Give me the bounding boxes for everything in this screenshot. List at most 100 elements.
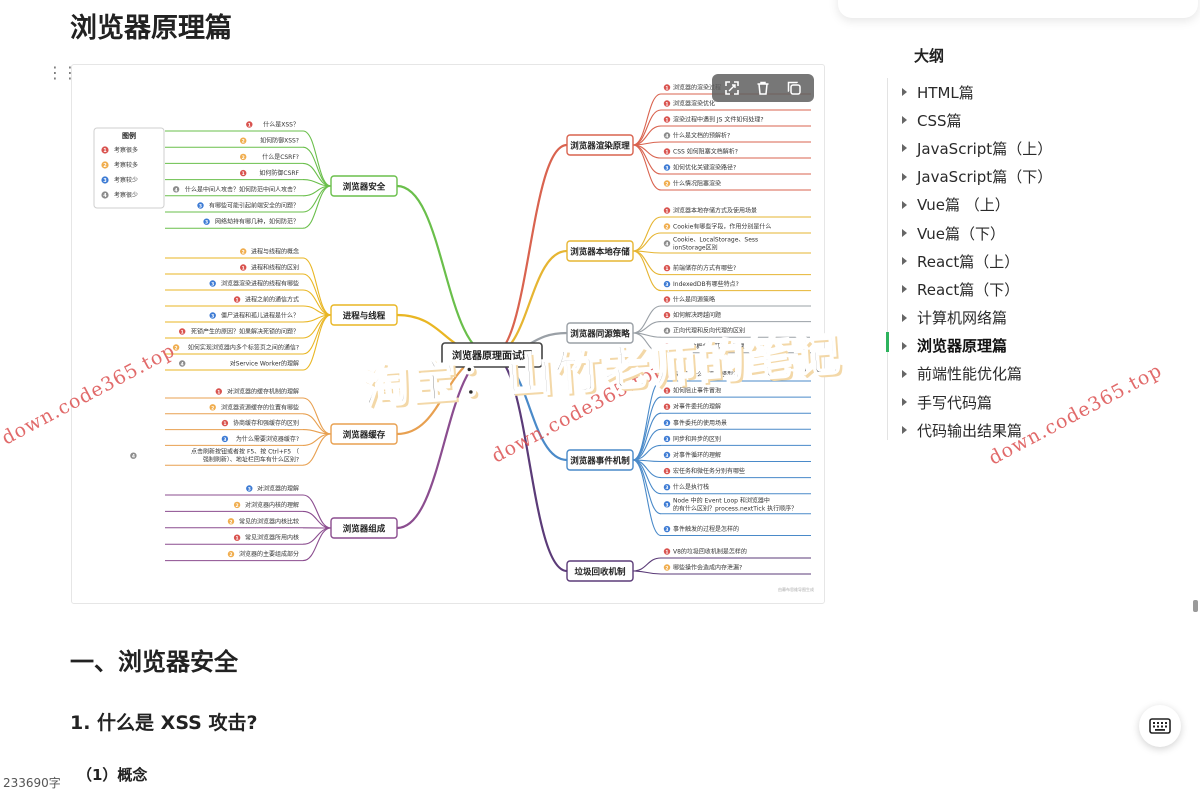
priority-number: 4: [132, 454, 135, 460]
word-count: 233690字: [3, 776, 61, 790]
legend-label: 考察较多: [114, 161, 138, 169]
outline-item[interactable]: CSS篇: [898, 106, 1052, 134]
priority-number: 3: [211, 314, 214, 320]
leaf-label: 什么是同源策略: [673, 296, 715, 304]
leaf-connector: [632, 93, 662, 146]
outline-item[interactable]: React篇（下）: [898, 275, 1052, 303]
branch-label: 浏览器安全: [343, 182, 386, 193]
priority-dot: [221, 435, 229, 443]
keyboard-button[interactable]: [1139, 705, 1181, 747]
priority-number: 1: [665, 86, 668, 92]
leaf-label: 前端储存的方式有哪些?: [673, 264, 736, 272]
outline-item[interactable]: 代码输出结果篇: [898, 416, 1052, 444]
leaf-label: 有哪些可能引起前端安全的问题？: [209, 202, 299, 210]
priority-dot: [663, 435, 671, 443]
outline-item-label: Vue篇（下）: [917, 224, 1005, 243]
outline-item[interactable]: 浏览器原理篇: [898, 332, 1052, 360]
priority-number: 2: [665, 182, 668, 188]
outline-item[interactable]: 前端性能优化篇: [898, 360, 1052, 388]
leaf-connector: [302, 433, 332, 466]
priority-dot: [663, 419, 671, 426]
leaf-label: CSS 如何阻塞文档解析?: [673, 148, 738, 156]
priority-number: 1: [665, 344, 668, 350]
leaf-label: 如何优化关键渲染路径?: [673, 164, 736, 172]
outline-item[interactable]: JavaScript篇（上）: [898, 134, 1052, 162]
outline-item[interactable]: JavaScript篇（下）: [898, 163, 1052, 191]
caret-right-icon: [902, 257, 907, 266]
outline-item[interactable]: React篇（上）: [898, 247, 1052, 275]
priority-dot: [663, 371, 671, 378]
leaf-connector: [632, 109, 662, 146]
subsection-heading: 1. 什么是 XSS 攻击?: [70, 712, 258, 734]
center-label: 浏览器原理面试题: [452, 349, 533, 362]
outline-item[interactable]: Vue篇（下）: [898, 219, 1052, 247]
priority-number: 1: [665, 266, 668, 272]
priority-number: 1: [223, 421, 226, 427]
leaf-label: 进程与线程的概念: [251, 248, 299, 256]
legend-number: 2: [103, 163, 107, 169]
priority-dot: [240, 248, 247, 255]
priority-dot: [197, 202, 204, 209]
priority-number: 3: [205, 220, 208, 226]
priority-number: 1: [665, 209, 668, 215]
drag-handle-icon[interactable]: ⋮⋮: [47, 63, 78, 82]
leaf-connector: [632, 305, 662, 334]
copy-button[interactable]: [781, 77, 807, 99]
outline-item[interactable]: HTML篇: [898, 78, 1052, 106]
priority-dot: [663, 100, 671, 107]
priority-number: 1: [248, 123, 251, 129]
priority-dot: [663, 296, 671, 303]
priority-dot: [209, 404, 216, 411]
expand-icon: [724, 81, 739, 95]
leaf-label: 如何解决跨越问题: [673, 311, 721, 319]
priority-dot: [663, 164, 671, 171]
priority-number: 1: [665, 313, 668, 319]
outline-item[interactable]: 手写代码篇: [898, 388, 1052, 416]
outline-item-label: JavaScript篇（下）: [917, 168, 1053, 187]
priority-dot: [227, 550, 235, 558]
legend-label: 考察很少: [114, 191, 138, 199]
leaf-label: 浏览器资源缓存的位置有哪些: [221, 403, 299, 411]
leaf-label: 渲染过程中遇到 JS 文件如何处理?: [673, 116, 764, 124]
trash-icon: [757, 81, 769, 95]
leaf-connector: [302, 397, 332, 435]
leaf-label: Node 中的 Event Loop 和浏览器中: [673, 496, 770, 504]
leaf-label: 对事件委托的理解: [673, 403, 721, 411]
outline-item[interactable]: 计算机网络篇: [898, 304, 1052, 332]
leaf-label: 常见的浏览器内核比较: [239, 517, 299, 525]
branch-label: 浏览器组成: [343, 524, 386, 535]
priority-number: 4: [665, 134, 668, 140]
outline-item-label: React篇（上）: [917, 252, 1020, 271]
leaf-label: 浏览器的主要组成部分: [239, 550, 299, 558]
caret-right-icon: [902, 172, 907, 181]
leaf-connector: [302, 314, 332, 355]
priority-dot: [663, 484, 671, 491]
leaf-label: 什么是文档的预解析?: [673, 132, 730, 140]
priority-dot: [663, 132, 671, 139]
priority-number: 2: [242, 155, 245, 161]
priority-number: 3: [248, 487, 251, 493]
priority-dot: [663, 564, 671, 571]
leaf-label: 什么是CSRF?: [262, 153, 299, 161]
branch-connector: [396, 184, 493, 357]
priority-number: 4: [175, 187, 178, 193]
priority-dot: [215, 388, 222, 395]
leaf-label: 什么情况阻塞渲染: [673, 180, 721, 188]
leaf-label: 如何防御CSRF: [259, 169, 299, 177]
priority-dot: [663, 387, 671, 394]
priority-number: 4: [181, 362, 184, 368]
leaf-label: 进程和线程的区别: [251, 264, 299, 272]
priority-dot: [203, 218, 210, 225]
priority-dot: [663, 525, 671, 533]
expand-button[interactable]: [719, 77, 745, 99]
outline-item[interactable]: Vue篇 （上）: [898, 191, 1052, 219]
outline-rail: [887, 78, 888, 440]
priority-number: 1: [236, 536, 239, 542]
leaf-label: 常见浏览器所用内核: [245, 534, 299, 542]
delete-button[interactable]: [750, 77, 776, 99]
leaf-connector: [632, 396, 662, 461]
priority-dot: [663, 343, 671, 350]
scrollbar-thumb[interactable]: [1193, 600, 1198, 612]
caret-right-icon: [902, 369, 907, 378]
